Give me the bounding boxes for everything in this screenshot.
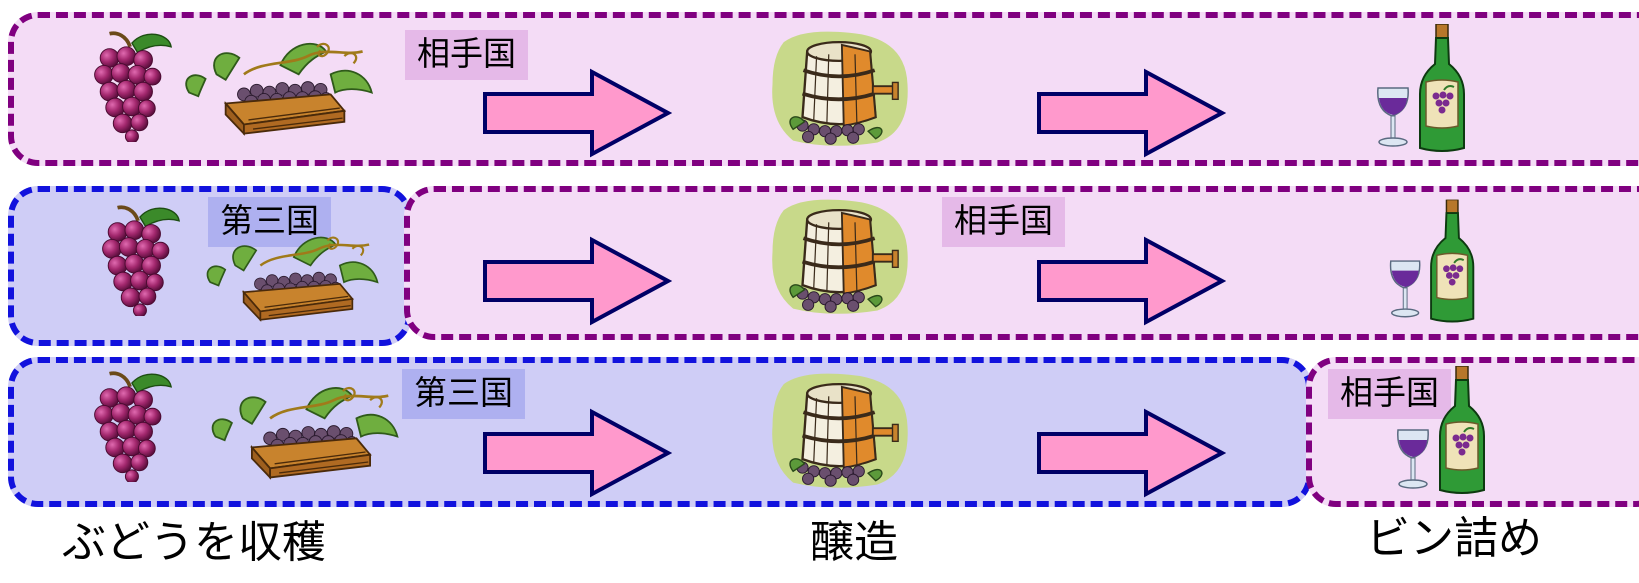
process-arrow-icon	[482, 408, 672, 498]
region-label: 相手国	[1328, 369, 1451, 419]
process-arrow-icon	[1036, 236, 1226, 326]
grapes-icon	[86, 30, 176, 142]
grape-crate-icon	[180, 36, 390, 140]
process-arrow-icon	[1036, 68, 1226, 158]
wine-barrel-icon	[765, 370, 915, 492]
wine-bottle-glass-icon	[1385, 196, 1481, 328]
grapes-icon	[94, 204, 184, 316]
stage-label-harvest: ぶどうを収穫	[62, 517, 326, 568]
process-arrow-icon	[482, 236, 672, 326]
grape-crate-icon	[205, 382, 417, 482]
grape-crate-icon	[196, 232, 400, 324]
region-label: 第三国	[208, 197, 331, 247]
process-arrow-icon	[482, 68, 672, 158]
wine-barrel-icon	[765, 196, 915, 318]
region-label: 相手国	[942, 197, 1065, 247]
process-arrow-icon	[1036, 408, 1226, 498]
region-label: 第三国	[402, 369, 525, 419]
wine-bottle-glass-icon	[1372, 20, 1472, 158]
wine-barrel-icon	[765, 28, 915, 150]
wine-bottle-glass-icon	[1392, 366, 1492, 496]
region-label: 相手国	[405, 30, 528, 80]
stage-label-bottling: ビン詰め	[1366, 513, 1542, 564]
stage-label-brewing: 醸造	[810, 517, 898, 568]
grapes-icon	[86, 370, 176, 482]
